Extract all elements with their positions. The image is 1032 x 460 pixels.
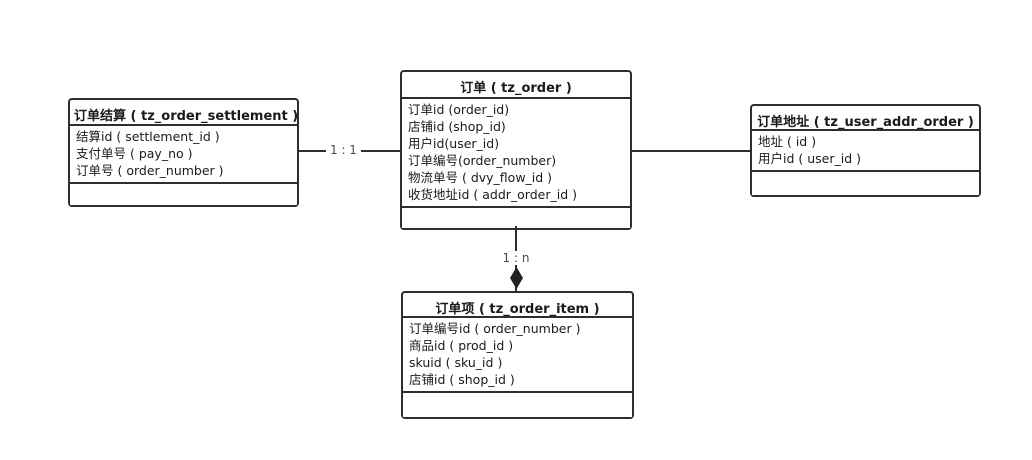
entity-order-settlement-fields: 结算id ( settlement_id ) 支付单号 ( pay_no ) 订… bbox=[70, 126, 297, 184]
entity-field: 订单号 ( order_number ) bbox=[76, 163, 224, 178]
entity-order-settlement-title: 订单结算 ( tz_order_settlement ) bbox=[70, 100, 297, 126]
entity-order-item-title: 订单项 ( tz_order_item ) bbox=[403, 293, 632, 318]
entity-order-empty-section bbox=[402, 208, 630, 228]
relationship-label-1-n: 1 : n bbox=[490, 251, 542, 265]
entity-field: 订单id (order_id) bbox=[408, 102, 510, 117]
entity-field: 用户id ( user_id ) bbox=[758, 151, 862, 166]
entity-field: 支付单号 ( pay_no ) bbox=[76, 146, 193, 161]
entity-field: 用户id(user_id) bbox=[408, 136, 500, 151]
entity-field: 商品id ( prod_id ) bbox=[409, 338, 514, 353]
entity-order-fields: 订单id (order_id) 店铺id (shop_id) 用户id(user… bbox=[402, 99, 630, 208]
entity-order-address-empty-section bbox=[752, 172, 979, 195]
entity-field: skuid ( sku_id ) bbox=[409, 355, 503, 370]
relationship-label-1-1: 1 : 1 bbox=[326, 143, 361, 157]
entity-order-address[interactable]: 订单地址 ( tz_user_addr_order ) 地址 ( id ) 用户… bbox=[750, 104, 981, 197]
entity-order-item-fields: 订单编号id ( order_number ) 商品id ( prod_id )… bbox=[403, 318, 632, 393]
entity-order-title: 订单 ( tz_order ) bbox=[402, 72, 630, 99]
entity-field: 订单编号(order_number) bbox=[408, 153, 557, 168]
entity-order-settlement[interactable]: 订单结算 ( tz_order_settlement ) 结算id ( sett… bbox=[68, 98, 299, 207]
entity-order-settlement-empty-section bbox=[70, 184, 297, 205]
entity-field: 收货地址id ( addr_order_id ) bbox=[408, 187, 577, 202]
entity-order-item[interactable]: 订单项 ( tz_order_item ) 订单编号id ( order_num… bbox=[401, 291, 634, 419]
entity-field: 物流单号 ( dvy_flow_id ) bbox=[408, 170, 553, 185]
entity-field: 结算id ( settlement_id ) bbox=[76, 129, 220, 144]
connector-order-address[interactable] bbox=[632, 150, 750, 152]
entity-field: 地址 ( id ) bbox=[758, 134, 817, 149]
entity-field: 店铺id (shop_id) bbox=[408, 119, 506, 134]
entity-order-address-title: 订单地址 ( tz_user_addr_order ) bbox=[752, 106, 979, 131]
entity-field: 订单编号id ( order_number ) bbox=[409, 321, 581, 336]
entity-field: 店铺id ( shop_id ) bbox=[409, 372, 515, 387]
filled-diamond-arrow-icon bbox=[510, 267, 523, 289]
entity-order[interactable]: 订单 ( tz_order ) 订单id (order_id) 店铺id (sh… bbox=[400, 70, 632, 230]
entity-order-address-fields: 地址 ( id ) 用户id ( user_id ) bbox=[752, 131, 979, 172]
entity-order-item-empty-section bbox=[403, 393, 632, 417]
